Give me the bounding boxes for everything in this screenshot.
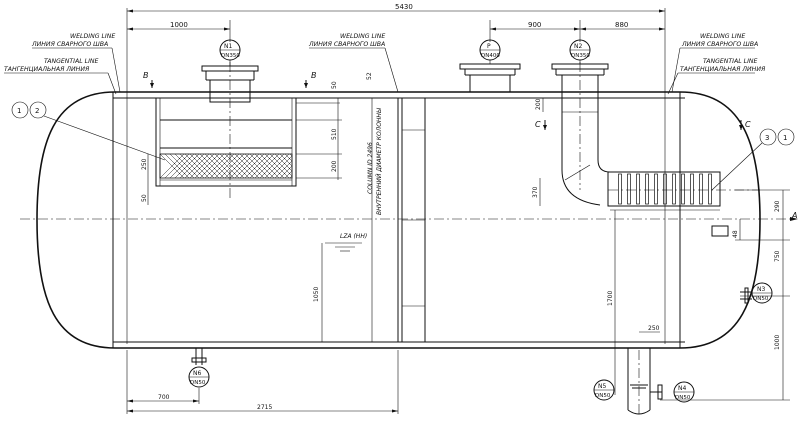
overall-dimension: 5430	[126, 3, 666, 96]
svg-text:DN50: DN50	[595, 393, 611, 399]
svg-text:DN350: DN350	[571, 53, 590, 59]
nozzle-n1: N1 DN350	[201, 39, 259, 200]
nozzle-n6: N6 DN50	[188, 348, 210, 388]
dim-left-offset: 1000	[127, 20, 231, 42]
svg-text:250: 250	[648, 325, 660, 332]
svg-text:DN350: DN350	[221, 53, 240, 59]
svg-text:2: 2	[35, 107, 39, 115]
lza-level: LZA (HH) 1050	[313, 233, 367, 342]
svg-text:ЛИНИЯ СВАРНОГО ШВА: ЛИНИЯ СВАРНОГО ШВА	[31, 41, 108, 48]
inlet-distributor: 370	[532, 171, 760, 237]
svg-text:ТАНГЕНЦИАЛЬНАЯ ЛИНИЯ: ТАНГЕНЦИАЛЬНАЯ ЛИНИЯ	[4, 66, 90, 73]
svg-text:LZA (HH): LZA (HH)	[340, 233, 367, 240]
svg-text:TANGENTIAL LINE: TANGENTIAL LINE	[44, 58, 99, 65]
center-line-labels: WELDING LINE ЛИНИЯ СВАРНОГО ШВА	[308, 33, 399, 93]
svg-text:DN50: DN50	[753, 296, 769, 302]
vessel-shell	[20, 91, 790, 349]
right-line-labels: WELDING LINE ЛИНИЯ СВАРНОГО ШВА TANGENTI…	[667, 33, 766, 95]
svg-text:1050: 1050	[313, 287, 320, 302]
svg-text:1700: 1700	[607, 291, 614, 306]
nozzle-n4-n5: 1700 250 N5 DN50 N4 DN50	[593, 210, 695, 416]
callouts: 1 2 3 1	[11, 101, 795, 191]
svg-text:DN400: DN400	[481, 53, 500, 59]
box-dimensions: 50 52 510 200 250 50	[141, 72, 373, 205]
svg-text:DN50: DN50	[190, 380, 206, 386]
dim-right-offsets: 900 880	[489, 20, 665, 42]
section-c-markers: C C 200	[535, 98, 751, 130]
svg-text:B: B	[311, 71, 317, 80]
svg-text:ЛИНИЯ СВАРНОГО ШВА: ЛИНИЯ СВАРНОГО ШВА	[308, 41, 385, 48]
svg-text:TANGENTIAL LINE: TANGENTIAL LINE	[703, 58, 758, 65]
svg-text:WELDING LINE: WELDING LINE	[700, 33, 745, 40]
svg-text:1: 1	[17, 107, 21, 115]
bottom-dimensions: 700 2715	[126, 350, 399, 414]
svg-text:WELDING LINE: WELDING LINE	[70, 33, 115, 40]
svg-text:250: 250	[141, 158, 148, 170]
svg-text:1: 1	[783, 134, 787, 142]
dim-overall-text: 5430	[395, 3, 413, 11]
svg-text:700: 700	[158, 394, 170, 401]
svg-text:N6: N6	[193, 370, 201, 377]
svg-text:A: A	[791, 211, 797, 220]
svg-text:N4: N4	[678, 385, 686, 392]
inlet-device	[155, 97, 340, 187]
svg-text:COLUMN ID 2496: COLUMN ID 2496	[367, 142, 374, 194]
svg-text:52: 52	[366, 72, 373, 80]
svg-text:370: 370	[532, 186, 539, 198]
svg-text:ЛИНИЯ СВАРНОГО ШВА: ЛИНИЯ СВАРНОГО ШВА	[681, 41, 758, 48]
svg-text:C: C	[745, 120, 751, 129]
svg-text:50: 50	[141, 194, 148, 202]
svg-text:N2: N2	[574, 43, 582, 50]
nozzle-p: P DN400	[459, 39, 521, 93]
svg-text:900: 900	[528, 21, 541, 29]
svg-text:200: 200	[535, 98, 542, 110]
svg-text:ВНУТРЕННИЙ ДИАМЕТР КОЛОННЫ: ВНУТРЕННИЙ ДИАМЕТР КОЛОННЫ	[376, 107, 383, 215]
svg-text:880: 880	[615, 21, 628, 29]
left-line-labels: WELDING LINE ЛИНИЯ СВАРНОГО ШВА TANGENTI…	[4, 33, 121, 95]
svg-text:200: 200	[331, 160, 338, 172]
svg-text:DN50: DN50	[675, 395, 691, 401]
svg-text:750: 750	[774, 250, 781, 262]
svg-text:3: 3	[765, 134, 769, 142]
svg-text:50: 50	[331, 81, 338, 89]
nozzle-n2: N2 DN350	[551, 39, 611, 206]
svg-text:N1: N1	[224, 43, 232, 50]
right-dimensions: 290 48 750 1000 A	[660, 189, 798, 401]
column-id-dimension: COLUMN ID 2496 ВНУТРЕННИЙ ДИАМЕТР КОЛОНН…	[367, 98, 383, 342]
svg-text:290: 290	[774, 200, 781, 212]
svg-text:C: C	[535, 120, 541, 129]
svg-text:510: 510	[331, 128, 338, 140]
svg-text:1000: 1000	[774, 335, 781, 350]
nozzle-n3: N3 DN50	[740, 282, 773, 304]
svg-text:1000: 1000	[170, 21, 188, 29]
section-b-markers: B B	[143, 71, 317, 88]
svg-text:P: P	[487, 43, 491, 50]
svg-text:WELDING LINE: WELDING LINE	[340, 33, 385, 40]
svg-text:N5: N5	[598, 383, 606, 390]
svg-text:N3: N3	[757, 286, 765, 293]
svg-text:B: B	[143, 71, 149, 80]
svg-text:ТАНГЕНЦИАЛЬНАЯ ЛИНИЯ: ТАНГЕНЦИАЛЬНАЯ ЛИНИЯ	[680, 66, 766, 73]
svg-text:2715: 2715	[257, 404, 272, 411]
center-baffle	[397, 98, 426, 342]
mesh-pad	[159, 153, 293, 179]
svg-text:48: 48	[732, 230, 739, 238]
